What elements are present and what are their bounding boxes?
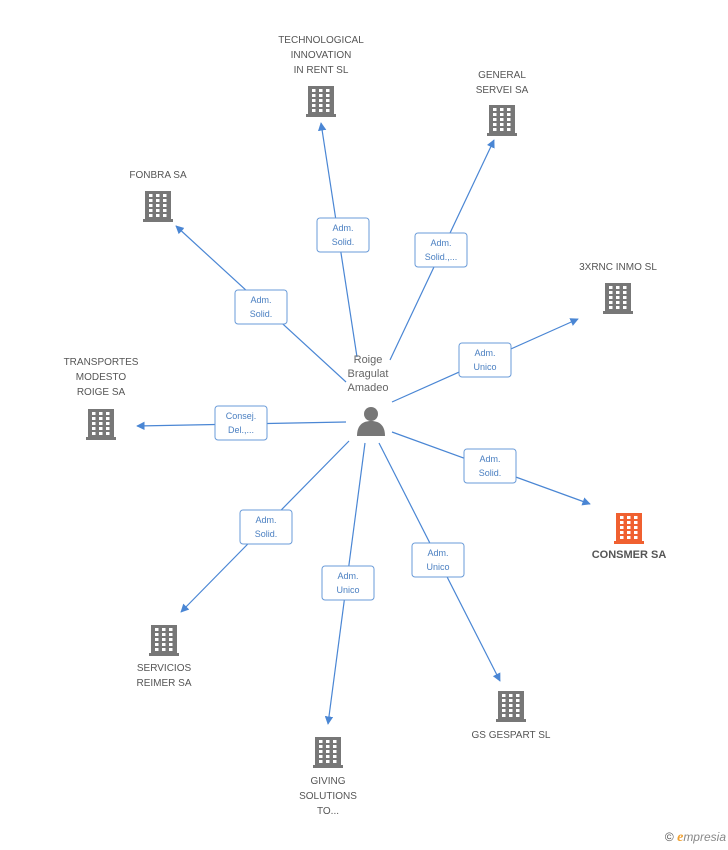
- building-icon: [149, 625, 179, 656]
- role-label-line: Unico: [336, 585, 359, 595]
- role-label-line: Adm.: [427, 548, 448, 558]
- empresia-watermark: © empresia: [665, 830, 726, 846]
- role-label-line: Unico: [473, 362, 496, 372]
- role-label-general[interactable]: Adm. Solid.,...: [414, 232, 468, 268]
- center-name-line-2: Bragulat: [348, 368, 389, 380]
- company-node-3xrnc[interactable]: 3XRNC INMO SL: [579, 262, 657, 314]
- role-label-line: Adm.: [474, 348, 495, 358]
- company-name-line: TECHNOLOGICAL: [278, 35, 364, 46]
- role-label-line: Adm.: [255, 515, 276, 525]
- role-label-line: Adm.: [332, 223, 353, 233]
- company-node-consmer[interactable]: CONSMER SA: [592, 513, 667, 561]
- building-icon: [614, 513, 644, 544]
- company-name-line: IN RENT SL: [294, 65, 349, 76]
- role-label-line: Solid.: [479, 468, 502, 478]
- role-label-technological[interactable]: Adm. Solid.: [316, 217, 370, 253]
- company-node-giving[interactable]: GIVING SOLUTIONS TO...: [299, 737, 357, 817]
- building-icon: [143, 191, 173, 222]
- copyright-symbol: ©: [664, 830, 674, 844]
- company-name-line: GIVING: [310, 776, 345, 787]
- brand-logo-text: mpresia: [683, 830, 726, 844]
- company-name-line: FONBRA SA: [129, 170, 187, 181]
- role-label-3xrnc[interactable]: Adm. Unico: [458, 342, 512, 378]
- role-label-giving[interactable]: Adm. Unico: [321, 565, 375, 601]
- company-name-line: INNOVATION: [291, 50, 352, 61]
- building-icon: [313, 737, 343, 768]
- building-icon: [496, 691, 526, 722]
- role-label-consmer[interactable]: Adm. Solid.: [463, 448, 517, 484]
- role-label-line: Solid.: [255, 529, 278, 539]
- role-label-transportes[interactable]: Consej. Del.,...: [214, 405, 268, 441]
- role-label-line: Consej.: [226, 411, 257, 421]
- company-name-line: TO...: [317, 806, 339, 817]
- company-name-line: GS GESPART SL: [472, 730, 551, 741]
- role-label-line: Unico: [426, 562, 449, 572]
- company-name-line: TRANSPORTES: [64, 357, 139, 368]
- company-name-line: SERVEI SA: [476, 85, 529, 96]
- building-icon: [487, 105, 517, 136]
- person-icon: [357, 407, 385, 436]
- role-label-line: Solid.: [250, 309, 273, 319]
- brand-logo-e: e: [677, 830, 684, 845]
- company-node-technological[interactable]: TECHNOLOGICAL INNOVATION IN RENT SL: [278, 35, 364, 117]
- role-label-line: Solid.,...: [425, 252, 458, 262]
- role-label-gsgespart[interactable]: Adm. Unico: [411, 542, 465, 578]
- role-label-line: Adm.: [479, 454, 500, 464]
- company-name-line: SERVICIOS: [137, 663, 192, 674]
- center-person-node[interactable]: Roige Bragulat Amadeo: [348, 354, 389, 436]
- role-label-line: Adm.: [250, 295, 271, 305]
- company-name-line: GENERAL: [478, 70, 526, 81]
- edges-layer: Adm. Solid. Adm. Solid.,... Adm. Solid. Adm. Un…: [136, 122, 591, 725]
- center-name-line-3: Amadeo: [348, 382, 389, 394]
- company-name-line: ROIGE SA: [77, 387, 126, 398]
- nodes-layer: TECHNOLOGICAL INNOVATION IN RENT SL GENERAL…: [64, 35, 667, 817]
- company-name-line: REIMER SA: [136, 678, 191, 689]
- company-name-line: CONSMER SA: [592, 549, 667, 561]
- company-name-line: SOLUTIONS: [299, 791, 357, 802]
- company-node-fonbra[interactable]: FONBRA SA: [129, 170, 187, 222]
- role-label-servicios[interactable]: Adm. Solid.: [239, 509, 293, 545]
- company-node-transportes[interactable]: TRANSPORTES MODESTO ROIGE SA: [64, 357, 139, 440]
- company-name-line: MODESTO: [76, 372, 127, 383]
- role-label-line: Adm.: [337, 571, 358, 581]
- company-name-line: 3XRNC INMO SL: [579, 262, 657, 273]
- role-label-line: Del.,...: [228, 425, 254, 435]
- company-node-servicios[interactable]: SERVICIOS REIMER SA: [136, 625, 192, 689]
- company-node-general[interactable]: GENERAL SERVEI SA: [476, 70, 529, 136]
- building-icon: [306, 86, 336, 117]
- role-label-line: Adm.: [430, 238, 451, 248]
- building-icon: [603, 283, 633, 314]
- role-label-fonbra[interactable]: Adm. Solid.: [234, 289, 288, 325]
- building-icon: [86, 409, 116, 440]
- company-node-gsgespart[interactable]: GS GESPART SL: [472, 691, 551, 741]
- role-label-line: Solid.: [332, 237, 355, 247]
- center-name-line-1: Roige: [354, 354, 383, 366]
